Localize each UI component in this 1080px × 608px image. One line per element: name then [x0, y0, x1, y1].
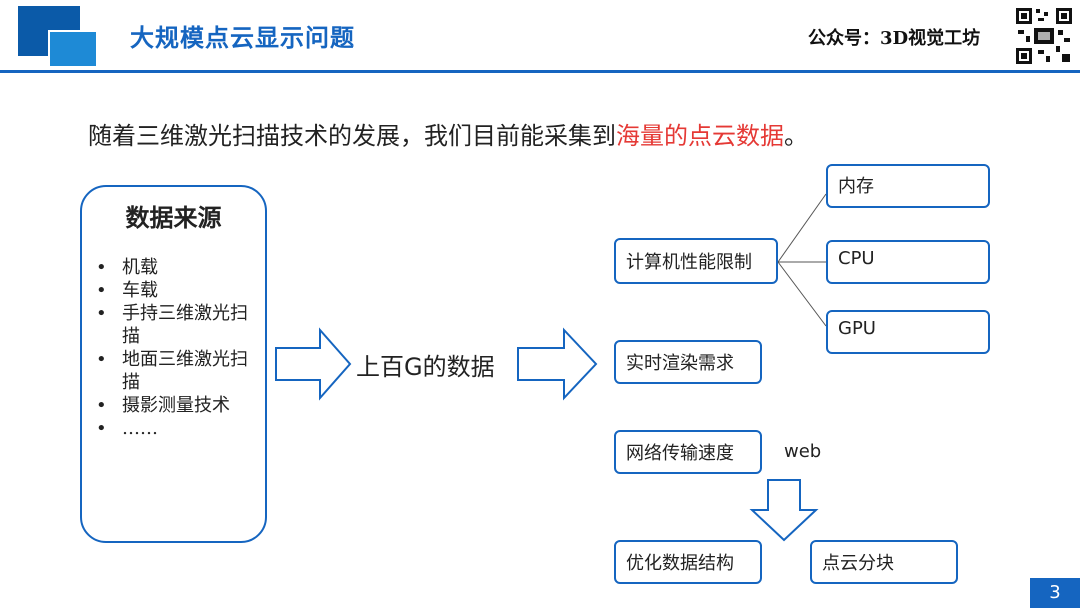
down-arrow-icon	[749, 479, 819, 542]
header-divider	[0, 70, 1080, 73]
data-volume-label: 上百G的数据	[356, 353, 495, 381]
data-source-box	[80, 185, 267, 543]
source-item: 机载	[96, 256, 261, 279]
data-source-title: 数据来源	[125, 203, 222, 232]
data-source-list: 机载 车载 手持三维激光扫描 地面三维激光扫描 摄影测量技术 ……	[96, 256, 261, 440]
source-item: 车载	[96, 279, 261, 302]
intro-text-before: 随着三维激光扫描技术的发展，我们目前能采集到	[88, 122, 616, 150]
slide-title: 大规模点云显示问题	[130, 23, 355, 52]
account-label: 公众号：3D视觉工坊	[808, 28, 981, 49]
point-cloud-tiling-box: 点云分块	[810, 540, 958, 584]
web-note: web	[784, 441, 822, 462]
connector-line	[777, 193, 827, 263]
page-number: 3	[1030, 578, 1080, 608]
point-cloud-tiling-label: 点云分块	[822, 553, 894, 574]
performance-limit-box: 计算机性能限制	[614, 238, 778, 284]
gpu-box: GPU	[826, 310, 990, 354]
cpu-box: CPU	[826, 240, 990, 284]
cpu-label: CPU	[838, 248, 875, 269]
source-item: 地面三维激光扫描	[96, 348, 261, 394]
optimize-structure-box: 优化数据结构	[614, 540, 762, 584]
right-arrow-icon	[275, 327, 352, 401]
gpu-label: GPU	[838, 318, 876, 339]
intro-text-after: 。	[784, 122, 808, 150]
connector-line	[777, 261, 827, 327]
network-speed-box: 网络传输速度	[614, 430, 762, 474]
realtime-render-label: 实时渲染需求	[626, 353, 734, 374]
right-arrow-icon	[517, 327, 598, 401]
optimize-structure-label: 优化数据结构	[626, 553, 734, 574]
network-speed-label: 网络传输速度	[626, 443, 734, 464]
source-item: 手持三维激光扫描	[96, 302, 261, 348]
source-item: ……	[96, 417, 261, 440]
performance-limit-label: 计算机性能限制	[626, 252, 752, 273]
qr-code-icon	[1014, 6, 1074, 66]
realtime-render-box: 实时渲染需求	[614, 340, 762, 384]
logo-block-light	[48, 30, 98, 68]
memory-box: 内存	[826, 164, 990, 208]
intro-text: 随着三维激光扫描技术的发展，我们目前能采集到海量的点云数据。	[88, 116, 808, 151]
intro-highlight: 海量的点云数据	[616, 122, 784, 150]
memory-label: 内存	[838, 176, 874, 197]
source-item: 摄影测量技术	[96, 394, 261, 417]
